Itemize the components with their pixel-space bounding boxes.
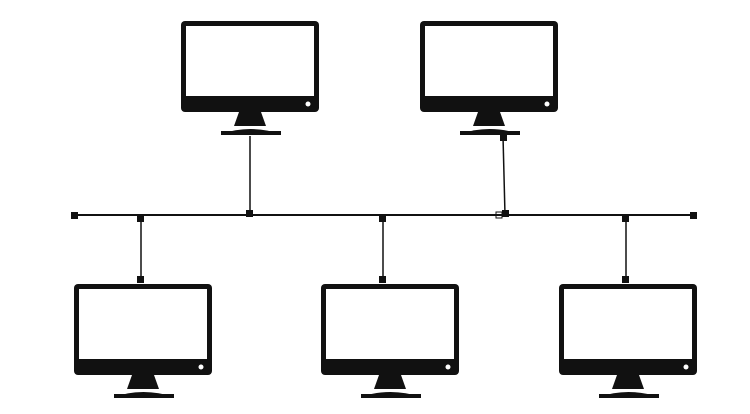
monitor-bottom-right — [559, 284, 697, 398]
tap-top-right-upper — [500, 134, 507, 141]
tap-bottom-right — [622, 215, 629, 222]
tap-top-left — [246, 210, 253, 217]
monitor-bottom-center — [321, 284, 459, 398]
desktop-monitor-icon — [321, 284, 459, 398]
monitor-top-left — [181, 21, 319, 135]
tap-bottom-center — [379, 215, 386, 222]
port-bottom-right — [622, 276, 629, 283]
desktop-monitor-icon — [74, 284, 212, 398]
bus-terminator-left — [71, 212, 78, 219]
desktop-monitor-icon — [559, 284, 697, 398]
tap-top-right — [502, 210, 509, 217]
tap-bottom-left — [137, 215, 144, 222]
bus-terminator-right — [690, 212, 697, 219]
monitor-top-right — [420, 21, 558, 135]
port-bottom-left — [137, 276, 144, 283]
connector-top-right — [502, 135, 506, 216]
desktop-monitor-icon — [181, 21, 319, 135]
port-bottom-center — [379, 276, 386, 283]
desktop-monitor-icon — [420, 21, 558, 135]
tap-top-right-secondary — [495, 211, 503, 219]
monitor-bottom-left — [74, 284, 212, 398]
